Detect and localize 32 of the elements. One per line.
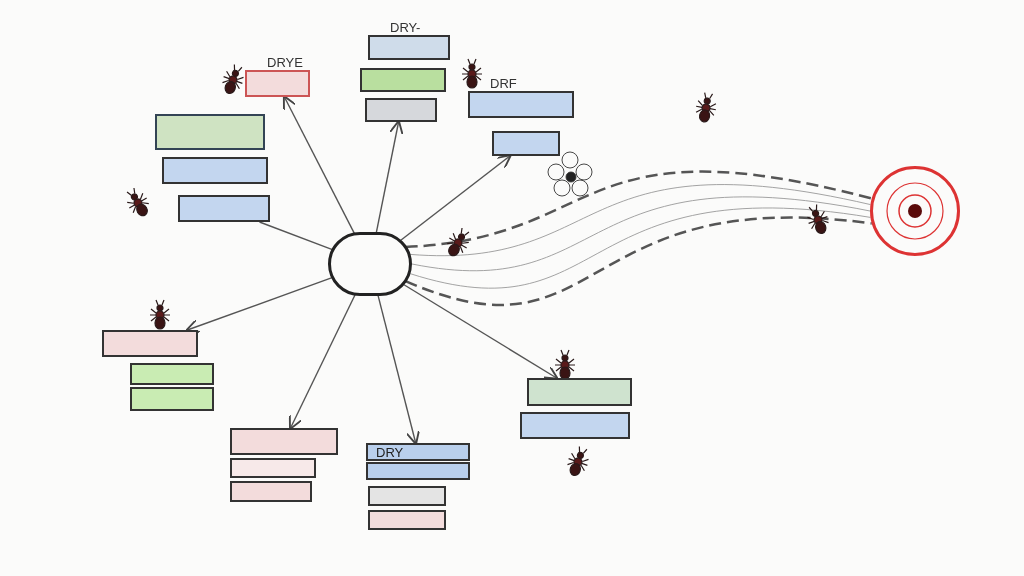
sketch-box xyxy=(520,412,630,439)
arrow xyxy=(185,277,333,333)
dashed-curve xyxy=(405,216,872,306)
sketch-box xyxy=(130,363,214,385)
arrow xyxy=(377,294,420,446)
sketch-box xyxy=(130,387,214,411)
curved-line xyxy=(409,208,871,289)
curved-line xyxy=(411,196,871,271)
sketch-box xyxy=(366,462,470,480)
sketch-box xyxy=(162,157,268,184)
sketch-box xyxy=(365,98,437,122)
arrow xyxy=(402,283,559,380)
sketch-box xyxy=(230,428,338,455)
arrow xyxy=(398,154,512,242)
labeled-box xyxy=(366,443,470,461)
sketch-box xyxy=(368,510,446,530)
curved-line xyxy=(409,184,871,256)
arrow xyxy=(288,293,357,431)
box-label: DRY xyxy=(376,445,404,459)
handwritten-label: DRYE xyxy=(267,56,303,69)
sketch-box xyxy=(527,378,632,406)
sketch-box xyxy=(178,195,270,222)
sketch-box xyxy=(360,68,446,92)
sketch-box xyxy=(102,330,198,357)
handwritten-label: DRY- xyxy=(390,21,421,34)
sketch-box xyxy=(155,114,265,150)
dashed-curve xyxy=(405,170,873,249)
sketch-box xyxy=(368,486,446,506)
sketch-box xyxy=(230,458,316,478)
sketch-box xyxy=(230,481,312,502)
handwritten-label: DRF xyxy=(490,77,517,90)
sketch-box xyxy=(492,131,560,156)
